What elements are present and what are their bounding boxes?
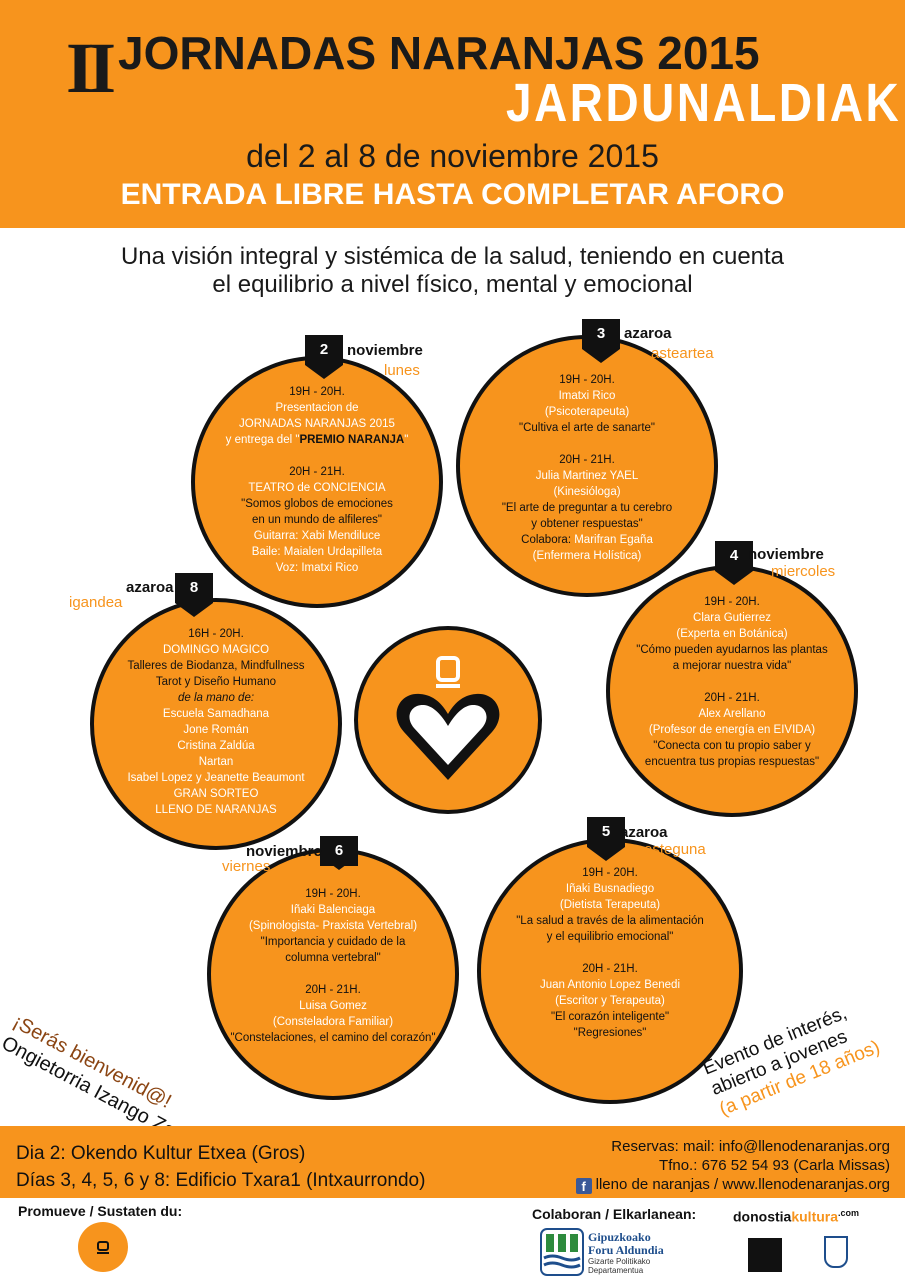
weekday-label: asteartea	[651, 345, 714, 362]
month-label: azaroa	[620, 824, 668, 841]
event-circle-day-6	[207, 848, 459, 1100]
weekday-label: lunes	[384, 362, 420, 379]
tag-pointer	[715, 571, 753, 585]
website-link[interactable]: lleno de naranjas / www.llenodenaranjas.…	[595, 1176, 890, 1193]
collaborators-label: Colaboran / Elkarlanean:	[532, 1206, 697, 1222]
date-tag-day-3: 3	[582, 319, 620, 349]
tag-pointer	[175, 603, 213, 617]
weekday-label: viernes	[222, 858, 271, 875]
tag-pointer	[305, 365, 343, 379]
date-tag-day-6: 6	[320, 836, 358, 866]
intro-line-1: Una visión integral y sistémica de la sa…	[120, 243, 785, 270]
month-label: azaroa	[624, 325, 672, 342]
venue-other-days: Días 3, 4, 5, 6 y 8: Edificio Txara1 (In…	[16, 1170, 426, 1191]
edition-numeral: II	[66, 28, 116, 108]
page-subtitle: JARDUNALDIAK	[506, 73, 902, 133]
date-tag-day-2: 2	[305, 335, 343, 365]
reservation-phone: Tfno.: 676 52 54 93 (Carla Missas)	[659, 1157, 890, 1174]
event-details-day-8: 16H - 20H. DOMINGO MAGICO Talleres de Bi…	[127, 628, 305, 816]
footer-banner	[0, 1126, 905, 1198]
center-emblem	[354, 626, 542, 814]
date-tag-day-5: 5	[587, 817, 625, 847]
donostia-2016-logo	[748, 1238, 782, 1272]
header-banner	[0, 0, 905, 228]
intro-text: Una visión integral y sistémica de la sa…	[0, 243, 905, 299]
event-circle-day-8	[90, 598, 342, 850]
page-title: JORNADAS NARANJAS 2015	[118, 27, 760, 79]
gipuzkoa-name: Gipuzkoako Foru Aldundia	[588, 1230, 664, 1257]
event-details-day-5: 19H - 20H. Iñaki Busnadiego (Dietista Te…	[516, 867, 704, 1039]
promoter-label: Promueve / Sustaten du:	[18, 1203, 183, 1219]
reservation-email[interactable]: Reservas: mail: info@llenodenaranjas.org	[611, 1138, 890, 1155]
event-circle-day-4	[606, 565, 858, 817]
tag-pointer	[587, 847, 625, 861]
heart-icon	[396, 656, 500, 780]
sponsor-logo	[78, 1222, 128, 1272]
weekday-label: miercoles	[771, 563, 836, 580]
event-details-day-2: 19H - 20H. Presentacion de JORNADAS NARA…	[225, 386, 409, 574]
event-details-day-4: 19H - 20H. Clara Gutierrez (Experta en B…	[636, 596, 828, 768]
month-label: noviembre	[748, 546, 824, 563]
intro-line-2: el equilibrio a nivel físico, mental y e…	[212, 271, 693, 298]
city-council-crest	[824, 1236, 848, 1268]
month-label: noviembre	[347, 342, 423, 359]
event-details-day-3: 19H - 20H. Imatxi Rico (Psicoterapeuta) …	[501, 374, 673, 562]
gipuzkoa-logo	[540, 1228, 584, 1281]
date-tag-day-4: 4	[715, 541, 753, 571]
month-label: azaroa	[126, 579, 174, 596]
event-circle-day-2	[191, 356, 443, 608]
gipuzkoa-department: Gizarte Politikako Departamentua	[588, 1257, 651, 1275]
entry-notice: ENTRADA LIBRE HASTA COMPLETAR AFORO	[120, 178, 785, 211]
sponsor-logo-mark	[97, 1241, 109, 1254]
event-details-day-6: 19H - 20H. Iñaki Balenciaga (Spinologist…	[230, 888, 436, 1044]
event-circle-day-5	[477, 838, 743, 1104]
month-label: noviembre	[246, 843, 322, 860]
gipuzkoa-logo-mark	[540, 1228, 584, 1276]
event-circle-day-3	[456, 335, 718, 597]
date-tag-day-8: 8	[175, 573, 213, 603]
facebook-icon[interactable]: f	[575, 1178, 592, 1194]
venue-day-2: Dia 2: Okendo Kultur Etxea (Gros)	[16, 1143, 306, 1164]
weekday-label: igandea	[69, 594, 123, 611]
donostiakultura-logo: donostiakultura.com	[733, 1208, 860, 1225]
weekday-label: osteguna	[644, 841, 706, 858]
event-dates: del 2 al 8 de noviembre 2015	[246, 138, 659, 174]
tag-pointer	[582, 349, 620, 363]
